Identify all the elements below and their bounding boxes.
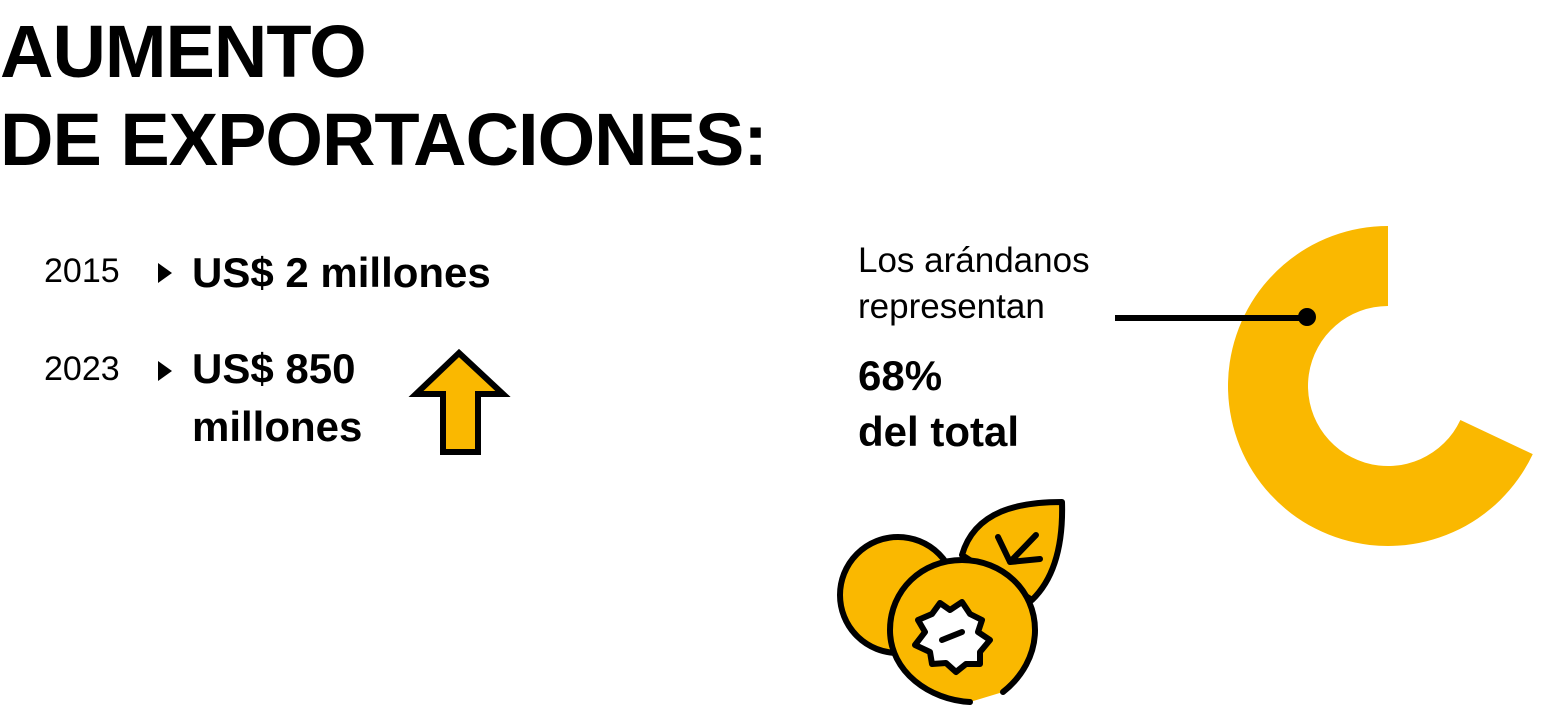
- title-line-1: AUMENTO: [0, 10, 367, 93]
- year-2023: 2023: [44, 350, 120, 388]
- blueberry-icon: [837, 499, 1066, 705]
- arrow-up-icon: [408, 348, 511, 455]
- value-2023-line-1: US$ 850: [192, 345, 356, 392]
- share-percent-suffix: del total: [858, 408, 1020, 455]
- share-text-line-2: representan: [858, 287, 1045, 326]
- value-2023: US$ 850 millones: [192, 340, 362, 456]
- title-line-2: DE EXPORTACIONES:: [0, 98, 768, 181]
- triangle-right-icon: [158, 263, 172, 283]
- value-2023-line-2: millones: [192, 403, 363, 450]
- page-title: AUMENTO DE EXPORTACIONES:: [0, 8, 768, 184]
- year-2015: 2015: [44, 252, 120, 290]
- value-2015: US$ 2 millones: [192, 249, 491, 296]
- share-text: Los arándanos representan: [858, 238, 1090, 330]
- share-percent: 68% del total: [858, 348, 1019, 460]
- triangle-right-icon: [158, 361, 172, 381]
- donut-segment: [1228, 226, 1533, 546]
- share-percent-value: 68%: [858, 352, 943, 399]
- leader-dot: [1298, 308, 1316, 326]
- share-text-line-1: Los arándanos: [858, 241, 1090, 280]
